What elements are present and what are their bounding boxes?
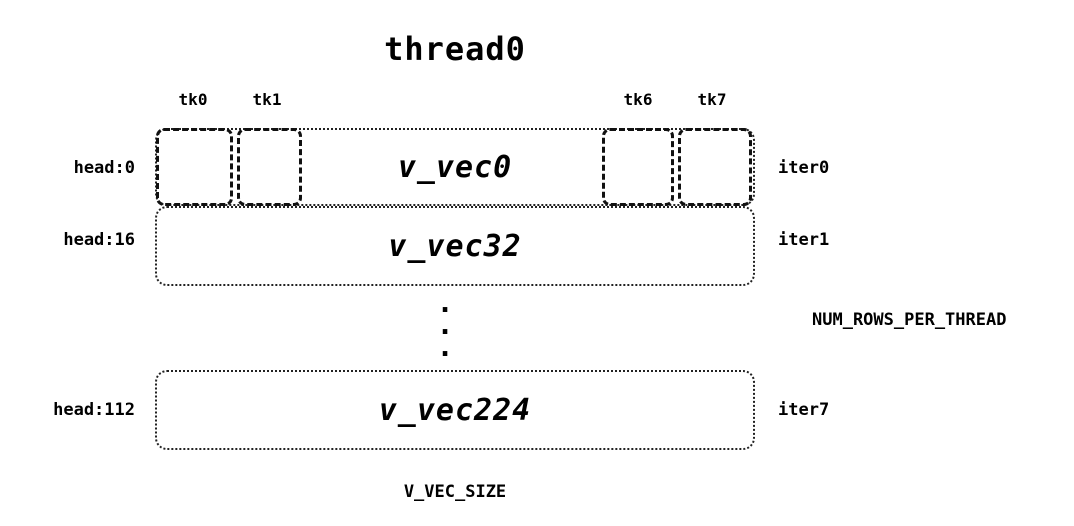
row1-head-label: head:16 <box>63 230 135 250</box>
row0-head-label: head:0 <box>73 158 135 178</box>
column-label-tk7: tk7 <box>697 90 727 109</box>
row0-vector-label: v_vec0 <box>397 149 513 185</box>
column-label-tk6: tk6 <box>623 90 653 109</box>
rows-ellipsis: . . . <box>436 286 454 363</box>
row1-vector-box: v_vec32 <box>155 206 755 286</box>
column-label-tk0: tk0 <box>178 90 208 109</box>
row2-iter-label: iter7 <box>778 400 830 420</box>
tk1-cell <box>237 128 302 206</box>
tk7-cell <box>678 128 752 206</box>
num-rows-per-thread-label: NUM_ROWS_PER_THREAD <box>812 310 1007 330</box>
row2-vector-box: v_vec224 <box>155 370 755 450</box>
v-vec-size-label: V_VEC_SIZE <box>403 482 507 502</box>
diagram-title: thread0 <box>384 30 526 68</box>
row0-iter-label: iter0 <box>778 158 830 178</box>
row1-vector-label: v_vec32 <box>388 228 522 264</box>
row2-vector-label: v_vec224 <box>378 392 532 428</box>
row2-head-label: head:112 <box>53 400 135 420</box>
tk0-cell <box>156 128 233 206</box>
row1-iter-label: iter1 <box>778 230 830 250</box>
tk6-cell <box>602 128 674 206</box>
column-label-tk1: tk1 <box>252 90 282 109</box>
